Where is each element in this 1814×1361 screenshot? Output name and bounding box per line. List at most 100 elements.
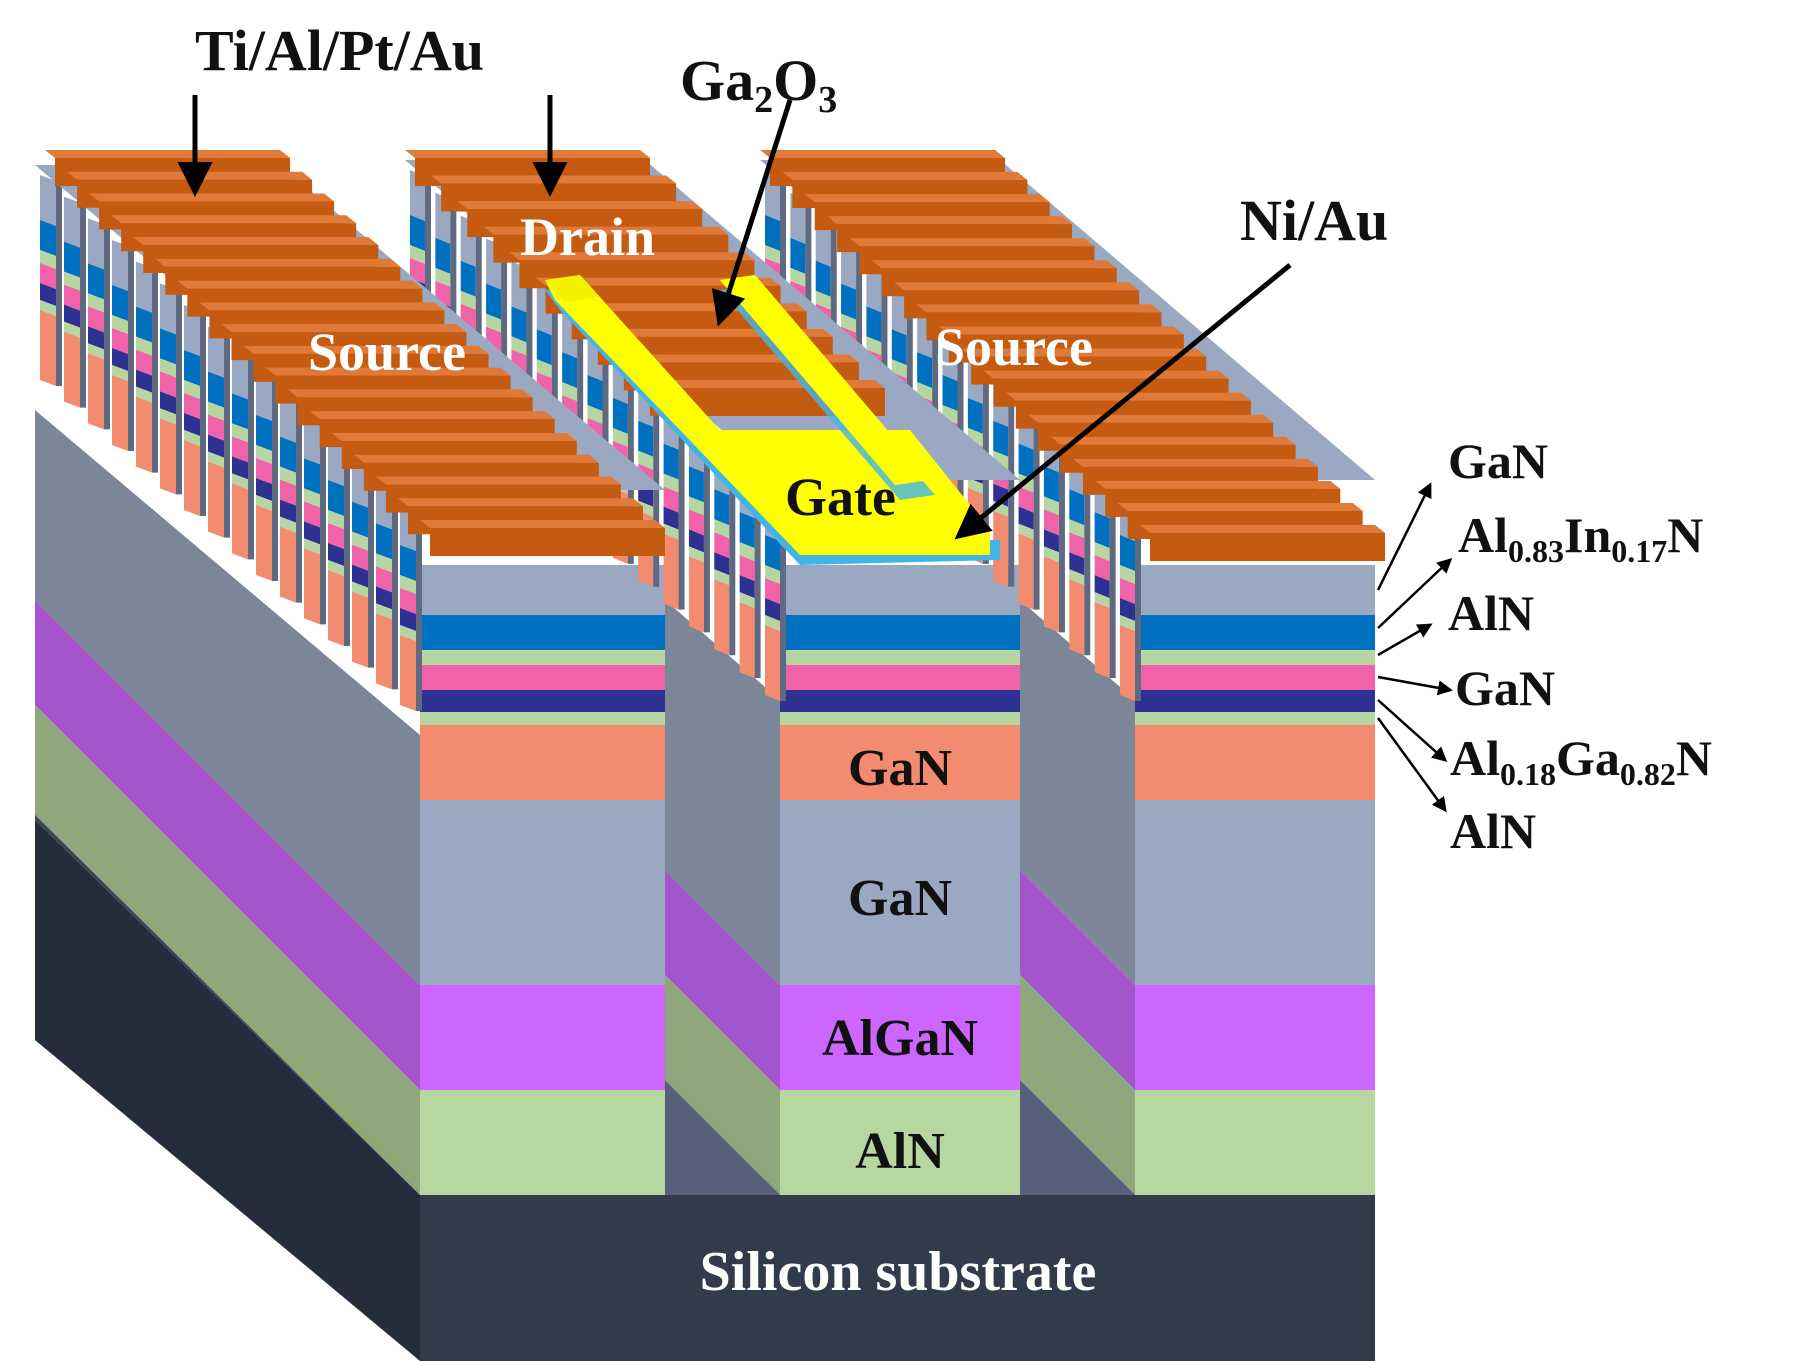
contact-top <box>961 348 1207 357</box>
fin-layer <box>184 393 200 419</box>
backbarrier-n: N <box>1676 730 1712 786</box>
fin-layer <box>400 575 416 594</box>
fin-layer <box>587 405 603 424</box>
substrate-label: Silicon substrate <box>700 1241 1097 1303</box>
contact-top <box>177 280 423 289</box>
fin-layer <box>1120 565 1135 584</box>
fin-layer <box>688 546 704 563</box>
fin-layer <box>376 613 392 690</box>
fin-layer <box>88 263 104 300</box>
fin-layer <box>40 263 56 289</box>
fin-gap <box>392 484 398 690</box>
fin-layer <box>400 635 416 711</box>
fin-layer <box>208 414 224 441</box>
stack-barrier-alinn: Al0.83In0.17N <box>1458 507 1703 569</box>
contact-top <box>45 150 290 158</box>
fin-layer <box>1120 625 1135 701</box>
fin-layer <box>410 215 425 251</box>
fin-layer <box>304 501 320 528</box>
gate-electrode <box>545 275 1000 565</box>
contact-top <box>916 304 1162 313</box>
fin-layer <box>1043 546 1059 563</box>
backbarrier-ga-sub: 0.82 <box>1620 756 1676 792</box>
fin-layer <box>304 413 320 465</box>
fin-layer <box>511 336 527 356</box>
contact-top <box>1028 414 1274 423</box>
fin-gap <box>1135 496 1141 701</box>
contact-top <box>457 201 703 210</box>
fin-layer <box>88 353 104 430</box>
fin-layer <box>714 579 730 656</box>
silicon-substrate <box>35 800 1375 1361</box>
fin-gap <box>1033 404 1040 610</box>
fin-layer <box>435 267 451 287</box>
fin-layer <box>88 326 104 350</box>
stack-backbarrier-algan: Al0.18Ga0.82N <box>1450 730 1712 792</box>
fin-layer <box>1069 532 1085 559</box>
fin-layer <box>112 328 128 354</box>
fin-layer <box>136 261 152 313</box>
contact-top <box>353 454 599 463</box>
fin-layer <box>638 450 654 470</box>
fin-layer <box>1018 443 1034 480</box>
fin-layer <box>790 237 806 274</box>
fin-layer <box>1018 523 1034 540</box>
fin-layer <box>256 445 272 464</box>
fin-layer <box>1043 556 1059 633</box>
fin-layer <box>638 420 654 457</box>
fin-layer <box>40 250 56 269</box>
fin-layer <box>136 336 152 356</box>
fin-layer <box>1018 533 1034 610</box>
fin-gap <box>320 419 326 625</box>
fin-layer <box>232 473 248 490</box>
fin-layer <box>460 290 476 310</box>
fin-gap <box>729 450 736 656</box>
fin-layer <box>714 569 730 586</box>
fin-layer <box>1094 575 1110 599</box>
oxide-mid: O <box>773 48 818 113</box>
fin-layer <box>688 466 704 503</box>
fin-layer <box>160 283 176 335</box>
fin-layer <box>352 544 368 571</box>
algan-label: AlGaN <box>822 1010 978 1067</box>
fin-layer <box>352 591 368 668</box>
fin-gap <box>104 224 110 430</box>
fin-layer <box>942 375 958 411</box>
fin-layer <box>815 290 831 310</box>
fin-layer <box>714 519 730 539</box>
fin-layer <box>688 496 704 516</box>
fin-layer <box>1018 506 1034 530</box>
fin-layer <box>376 566 392 593</box>
left-fin-array <box>40 175 422 711</box>
fin-layer <box>410 258 425 284</box>
contact-top <box>309 411 555 420</box>
fin-layer <box>663 443 679 480</box>
fin-layer <box>136 369 152 393</box>
contact-front <box>430 528 665 556</box>
fin-layer <box>40 310 56 386</box>
gan-channel-label: GaN <box>848 740 952 797</box>
fin-gap <box>368 462 374 668</box>
fin-layer <box>739 592 755 609</box>
fin-layer <box>208 451 224 468</box>
fin-layer <box>208 461 224 538</box>
fin-layer <box>232 483 248 560</box>
barrier-n: N <box>1667 507 1703 563</box>
fin-layer <box>400 588 416 614</box>
fin-layer <box>40 300 56 316</box>
fin-layer <box>765 625 780 701</box>
fin-layer <box>841 283 857 320</box>
fin-layer <box>1120 598 1135 621</box>
middle-mesa-front <box>780 565 1020 1195</box>
fin-layer <box>88 293 104 313</box>
contact-top <box>983 370 1229 379</box>
fin-layer <box>1094 592 1110 609</box>
fin-layer <box>88 306 104 333</box>
fin-layer <box>256 495 272 511</box>
fin-layer <box>815 260 831 297</box>
drain-label: Drain <box>520 207 655 267</box>
contact-top <box>67 171 313 180</box>
fin-layer <box>256 458 272 484</box>
left-mesa-front <box>420 565 665 1195</box>
contact-top <box>405 150 650 158</box>
